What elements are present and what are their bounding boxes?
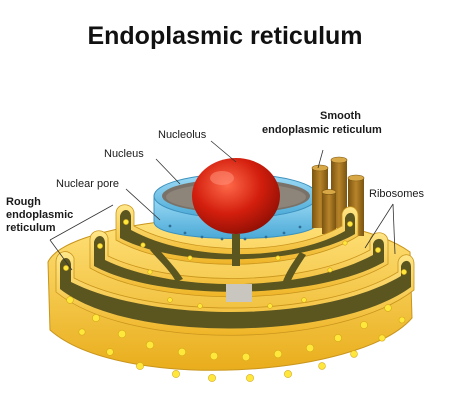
label-nucleolus: Nucleolus xyxy=(158,129,207,141)
label-nucleus: Nucleus xyxy=(104,148,144,160)
label-smooth-er-1: Smooth xyxy=(320,110,361,122)
label-smooth-er-2: endoplasmic reticulum xyxy=(262,124,382,136)
rough-er-cisternae xyxy=(55,204,415,336)
leader-lines xyxy=(49,140,396,271)
smooth-er xyxy=(311,156,365,236)
diagram-title: Endoplasmic reticulum xyxy=(87,22,363,50)
label-ribosomes: Ribosomes xyxy=(369,188,425,200)
nuclear-pores xyxy=(168,224,302,241)
nucleolus xyxy=(192,158,280,234)
label-rough-er-3: reticulum xyxy=(6,222,56,234)
label-rough-er-2: endoplasmic xyxy=(6,209,73,221)
label-rough-er-1: Rough xyxy=(6,196,41,208)
ribosomes xyxy=(63,219,407,382)
label-nuclear-pore: Nuclear pore xyxy=(56,178,119,190)
